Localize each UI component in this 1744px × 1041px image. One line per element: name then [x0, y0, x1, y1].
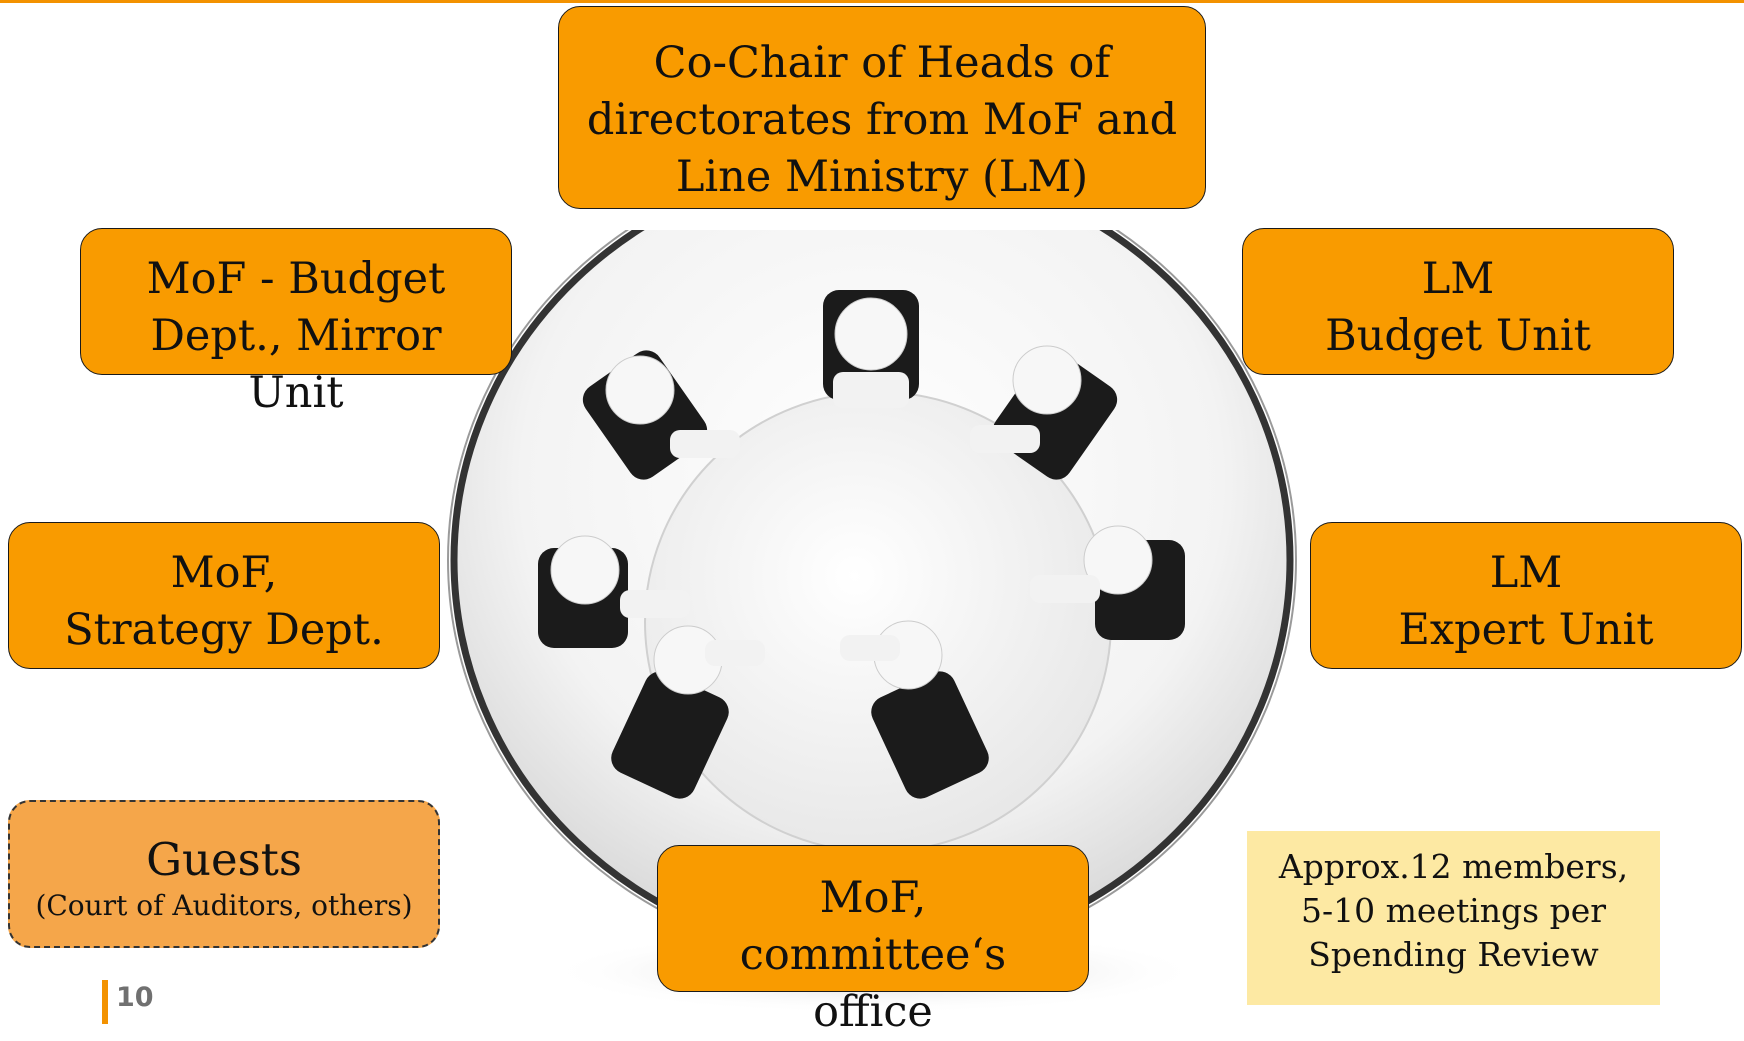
cochair-box: Co-Chair of Heads of directorates from M…	[558, 6, 1206, 209]
lm-expert-line-1: LM	[1489, 548, 1563, 598]
lm-budget-box: LM Budget Unit	[1242, 228, 1674, 375]
mof-budget-line-2: Dept., Mirror	[150, 311, 442, 361]
person-2	[970, 345, 1118, 480]
page-number: 10	[116, 982, 154, 1013]
note-line-1: Approx.12 members,	[1278, 847, 1629, 886]
mof-strategy-box: MoF, Strategy Dept.	[8, 522, 440, 669]
mof-office-line-1: MoF,	[819, 873, 927, 923]
top-accent-line	[0, 0, 1744, 3]
note-line-3: Spending Review	[1308, 935, 1599, 974]
lm-budget-line-2: Budget Unit	[1325, 311, 1591, 361]
lm-budget-line-1: LM	[1421, 254, 1495, 304]
person-6	[611, 625, 765, 799]
mof-office-line-2: committee‘s	[739, 930, 1007, 980]
mof-budget-line-1: MoF - Budget	[146, 254, 446, 304]
lm-expert-box: LM Expert Unit	[1310, 522, 1742, 669]
guests-subtitle: (Court of Auditors, others)	[35, 889, 413, 922]
round-table-illustration	[447, 230, 1297, 1014]
cochair-line-2: directorates from MoF and	[586, 95, 1178, 145]
guests-box: Guests (Court of Auditors, others)	[8, 800, 440, 948]
mof-strategy-line-2: Strategy Dept.	[64, 605, 384, 655]
cochair-line-3: Line Ministry (LM)	[675, 152, 1089, 202]
note-line-2: 5-10 meetings per	[1300, 891, 1607, 930]
person-4	[1030, 525, 1185, 640]
mof-office-box: MoF, committee‘s office	[657, 845, 1089, 1037]
guests-title: Guests	[146, 833, 302, 886]
person-3	[582, 350, 740, 480]
person-7	[840, 620, 989, 799]
page-number-bar	[102, 980, 108, 1024]
mof-budget-box: MoF - Budget Dept., Mirror Unit	[80, 228, 512, 418]
mof-office-line-3: office	[813, 987, 933, 1037]
mof-strategy-line-1: MoF,	[170, 548, 278, 598]
mof-budget-line-3: Unit	[248, 368, 344, 418]
person-5	[538, 535, 690, 648]
person-1	[823, 290, 919, 408]
members-note: Approx.12 members, 5-10 meetings per Spe…	[1247, 831, 1660, 1005]
lm-expert-line-2: Expert Unit	[1398, 605, 1654, 655]
cochair-line-1: Co-Chair of Heads of	[653, 38, 1111, 88]
